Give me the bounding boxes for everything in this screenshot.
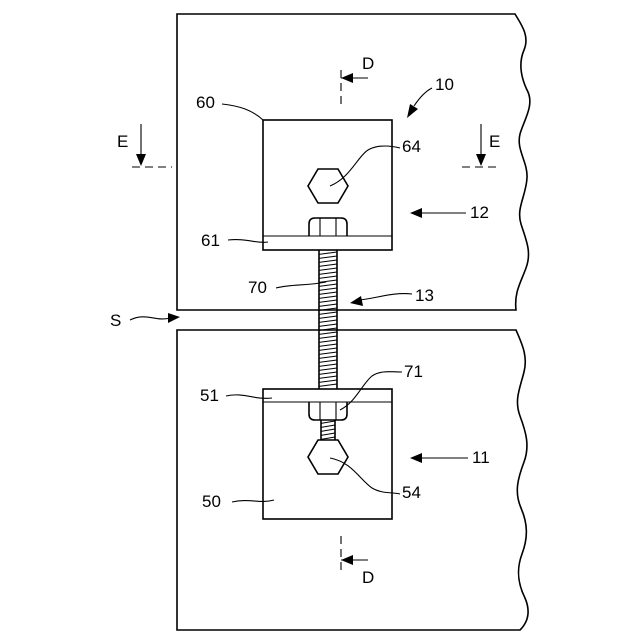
hex-bolt-head-64 [308, 169, 348, 203]
thread-line [319, 348, 337, 350]
thread-line [319, 272, 337, 274]
thread-line [319, 364, 337, 366]
thread-line [321, 425, 335, 427]
svg-text:54: 54 [402, 483, 421, 502]
thread-line [319, 256, 337, 258]
thread-line [321, 429, 335, 431]
thread-line [319, 252, 337, 254]
thread-line [319, 372, 337, 374]
svg-text:10: 10 [435, 75, 454, 94]
ref-s-gap: S [110, 311, 180, 330]
section-marker-d-bottom: D [341, 536, 374, 587]
lower-block [263, 389, 392, 519]
thread-line [319, 336, 337, 338]
thread-line [319, 332, 337, 334]
thread-line [319, 376, 337, 378]
ref-13: 13 [350, 286, 434, 306]
ref-60: 60 [196, 93, 263, 120]
thread-line [319, 356, 337, 358]
hex-bolt-head-54 [308, 440, 348, 474]
upper-block [263, 120, 392, 250]
ref-51: 51 [200, 386, 272, 405]
thread-line [319, 312, 337, 314]
label-s: S [110, 311, 121, 330]
thread-line [321, 433, 335, 435]
svg-text:11: 11 [472, 448, 490, 467]
label-d-top: D [362, 54, 374, 73]
label-e-left: E [117, 132, 128, 151]
threaded-rod-70 [319, 250, 337, 440]
thread-line [319, 316, 337, 318]
svg-text:12: 12 [470, 203, 489, 222]
svg-text:51: 51 [200, 386, 219, 405]
label-d-bottom: D [362, 568, 374, 587]
section-marker-e-right: E [462, 124, 500, 167]
thread-line [319, 368, 337, 370]
thread-line [319, 320, 337, 322]
thread-line [319, 352, 337, 354]
thread-line [319, 292, 337, 294]
thread-line [319, 288, 337, 290]
section-marker-d-top: D [341, 54, 374, 104]
svg-text:64: 64 [402, 137, 421, 156]
ref-10: 10 [407, 75, 454, 118]
svg-text:60: 60 [196, 93, 215, 112]
thread-line [319, 384, 337, 386]
thread-line [321, 421, 335, 423]
thread-line [319, 280, 337, 282]
ref-11: 11 [410, 448, 490, 467]
ref-12: 12 [410, 203, 489, 222]
thread-line [319, 304, 337, 306]
thread-line [319, 360, 337, 362]
lower-panel [177, 330, 528, 630]
rod-threads [319, 252, 337, 386]
upper-nut [309, 218, 347, 236]
thread-line [319, 284, 337, 286]
thread-line [319, 324, 337, 326]
svg-text:13: 13 [415, 286, 434, 305]
thread-line [319, 268, 337, 270]
lower-nut-71 [309, 402, 347, 420]
label-e-right: E [489, 132, 500, 151]
rod-threads-lower [321, 421, 335, 439]
thread-line [319, 380, 337, 382]
thread-line [319, 260, 337, 262]
svg-text:61: 61 [201, 231, 220, 250]
upper-panel [177, 14, 530, 310]
ref-70: 70 [248, 278, 326, 297]
thread-line [319, 296, 337, 298]
ref-61: 61 [201, 231, 268, 250]
svg-text:71: 71 [404, 362, 423, 381]
section-marker-e-left: E [117, 124, 172, 167]
thread-line [319, 300, 337, 302]
thread-line [319, 264, 337, 266]
thread-line [319, 340, 337, 342]
ref-71: 71 [340, 362, 423, 410]
thread-line [319, 276, 337, 278]
thread-line [321, 437, 335, 439]
svg-text:70: 70 [248, 278, 267, 297]
thread-line [319, 344, 337, 346]
svg-text:50: 50 [202, 492, 221, 511]
